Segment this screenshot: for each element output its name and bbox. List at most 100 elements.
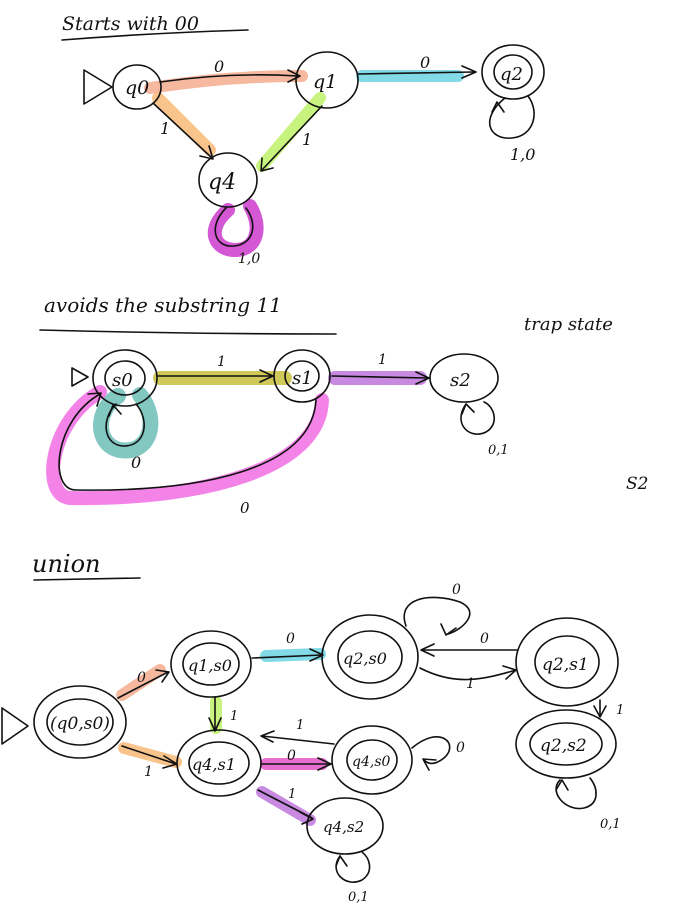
- edge-s0-self-loop-arrowhead: [108, 404, 122, 417]
- state-q0s0-accepting-outer: [33, 685, 127, 759]
- edge-q4s2-self-loop-arrowhead: [335, 855, 348, 867]
- edge-q4-loop-label: 1,0: [238, 251, 260, 267]
- highlight-q0s0-q1s0: [116, 664, 166, 701]
- edge-q2s2-loop-label: 0,1: [600, 817, 621, 832]
- edge-q4s0-q4s1: [261, 735, 335, 745]
- state-q2s0-accepting-inner: [337, 630, 403, 684]
- state-q2s1-label: q2,s1: [542, 655, 589, 675]
- state-q4s0-accepting-outer: [331, 725, 413, 795]
- edge-q2-self-loop-arrowhead: [491, 101, 505, 113]
- section-avoids-substring-11: avoids the substring 11 trap state S2 s0…: [39, 293, 648, 517]
- edge-q2-loop-label: 1,0: [510, 145, 535, 164]
- edge-q2s1-q2s0-arrowhead: [420, 643, 435, 657]
- edge-q1s0-q2s0: [251, 654, 323, 659]
- section3-title: union: [32, 550, 101, 578]
- edge-q4s1-q4s2-arrowhead: [299, 811, 314, 825]
- edge-q0s0-q1s0-label: 0: [137, 670, 146, 686]
- edge-q0s0-q1s0-arrowhead: [155, 669, 170, 683]
- edge-s1-s0-arrowhead: [87, 392, 102, 407]
- start-arrow-q0s0: [1, 707, 29, 745]
- edge-q2s1-q2s2-label: 1: [616, 703, 624, 718]
- edge-q0-q1-arrowhead: [287, 69, 301, 83]
- edge-q4s0-q4s1-label: 1: [296, 718, 304, 733]
- state-q0s0-label: (q0,s0): [50, 714, 110, 734]
- side-label-s2: S2: [626, 474, 648, 494]
- state-s1-accepting-outer: [273, 349, 331, 403]
- edge-q2s2-self-loop-arrowhead: [555, 779, 569, 791]
- highlight-q0-q4: [152, 92, 216, 156]
- edge-q0-q4: [152, 102, 213, 159]
- edge-q4s2-self-loop: [335, 851, 371, 883]
- section1-title-underline: [61, 29, 249, 41]
- edge-q4s0-self-loop: [411, 736, 451, 765]
- edge-q2s2-self-loop: [555, 777, 597, 810]
- state-q2-accepting-inner: [493, 54, 533, 90]
- edge-q2s0-loop-label: 0: [452, 582, 461, 598]
- edge-q2s0-q2s1: [419, 667, 517, 681]
- edge-q1-q4-arrowhead: [260, 157, 274, 172]
- edge-q1-q2-arrowhead: [461, 65, 477, 79]
- edge-q1-q4: [261, 105, 323, 171]
- state-s1-accepting-inner: [284, 360, 320, 392]
- edge-s1-s2-arrowhead: [415, 371, 430, 385]
- state-q4s1-label: q4,s1: [192, 755, 236, 774]
- edge-q4s2-loop-label: 0,1: [348, 890, 369, 905]
- edge-s1-s2-label: 1: [378, 352, 387, 368]
- trap-state-note: trap state: [524, 314, 613, 335]
- section2-title: avoids the substring 11: [44, 293, 282, 317]
- edge-q4s0-self-loop-arrowhead: [422, 758, 437, 771]
- edge-q1s0-q2s0-label: 0: [286, 631, 295, 647]
- edge-s1-s2: [331, 375, 429, 379]
- state-q1s0-accepting-inner: [182, 642, 240, 686]
- edge-q2-self-loop: [488, 95, 535, 139]
- state-q2s0-label: q2,s0: [343, 649, 387, 668]
- start-arrow-q0: [83, 69, 113, 105]
- state-q1s0-label: q1,s0: [188, 656, 232, 675]
- edge-q0-q4-arrowhead: [199, 145, 214, 160]
- state-q2-label: q2: [500, 64, 523, 85]
- state-s2: [429, 353, 499, 403]
- state-q0: [112, 64, 162, 110]
- state-s0-label: s0: [112, 370, 133, 391]
- edge-q2s0-self-loop: [403, 596, 471, 635]
- highlight-s0-loop: [93, 387, 159, 459]
- section3-title-underline: [33, 577, 141, 581]
- edge-q4-self-loop: [214, 207, 254, 247]
- state-q4s2: [306, 797, 384, 855]
- edge-q4s1-q4s0-arrowhead: [317, 757, 332, 771]
- state-q1s0-accepting-outer: [170, 630, 252, 698]
- edge-q2s1-q2s2-arrowhead: [593, 705, 607, 718]
- edge-q2s0-q2s1-arrowhead: [502, 665, 517, 680]
- highlight-q1-q4: [256, 92, 326, 172]
- state-q2-accepting-outer: [481, 44, 545, 100]
- highlight-q0-q1: [144, 70, 308, 94]
- start-arrow-s0: [71, 367, 89, 387]
- state-q0s0-accepting-inner: [46, 698, 114, 746]
- state-s2-label: s2: [450, 370, 471, 391]
- edge-q1-q2-label: 0: [420, 53, 430, 72]
- edge-s0-s1-label: 1: [217, 354, 226, 370]
- highlight-s1-s0: [46, 385, 329, 506]
- edge-s0-self-loop: [105, 403, 145, 447]
- state-q4s1-accepting-inner: [188, 741, 250, 785]
- edge-q0s0-q4s1-label: 1: [144, 764, 153, 780]
- section-starts-with-00: Starts with 00 q0 q1 q2 q4 0 0 1 1: [61, 13, 545, 267]
- state-q4s0-accepting-inner: [346, 739, 398, 781]
- edge-s1-s0: [58, 393, 317, 491]
- state-q2s2-accepting-outer: [515, 709, 617, 779]
- state-s1-label: s1: [292, 368, 313, 389]
- state-q4s0-label: q4,s0: [352, 754, 391, 770]
- edge-q0-q4-label: 1: [160, 119, 170, 138]
- edge-s2-loop-label: 0,1: [488, 443, 509, 458]
- edge-q1-q2: [357, 71, 475, 75]
- edge-q2s0-q2s1-label: 1: [466, 676, 475, 692]
- edge-q0s0-q4s1-arrowhead: [162, 755, 178, 769]
- edge-q1s0-q4s1-arrowhead: [208, 717, 222, 732]
- edge-q0-q1-label: 0: [214, 57, 224, 76]
- section-union: union (q0,s0) q1,s0 q2,s0 q2,s1 q4,s1 q4…: [1, 550, 624, 905]
- edge-s0-loop-label: 0: [131, 453, 141, 472]
- edge-q2s0-self-loop-arrowhead: [440, 623, 457, 636]
- state-q2s0-accepting-outer: [321, 614, 419, 700]
- state-q2s1-accepting-inner: [534, 635, 600, 689]
